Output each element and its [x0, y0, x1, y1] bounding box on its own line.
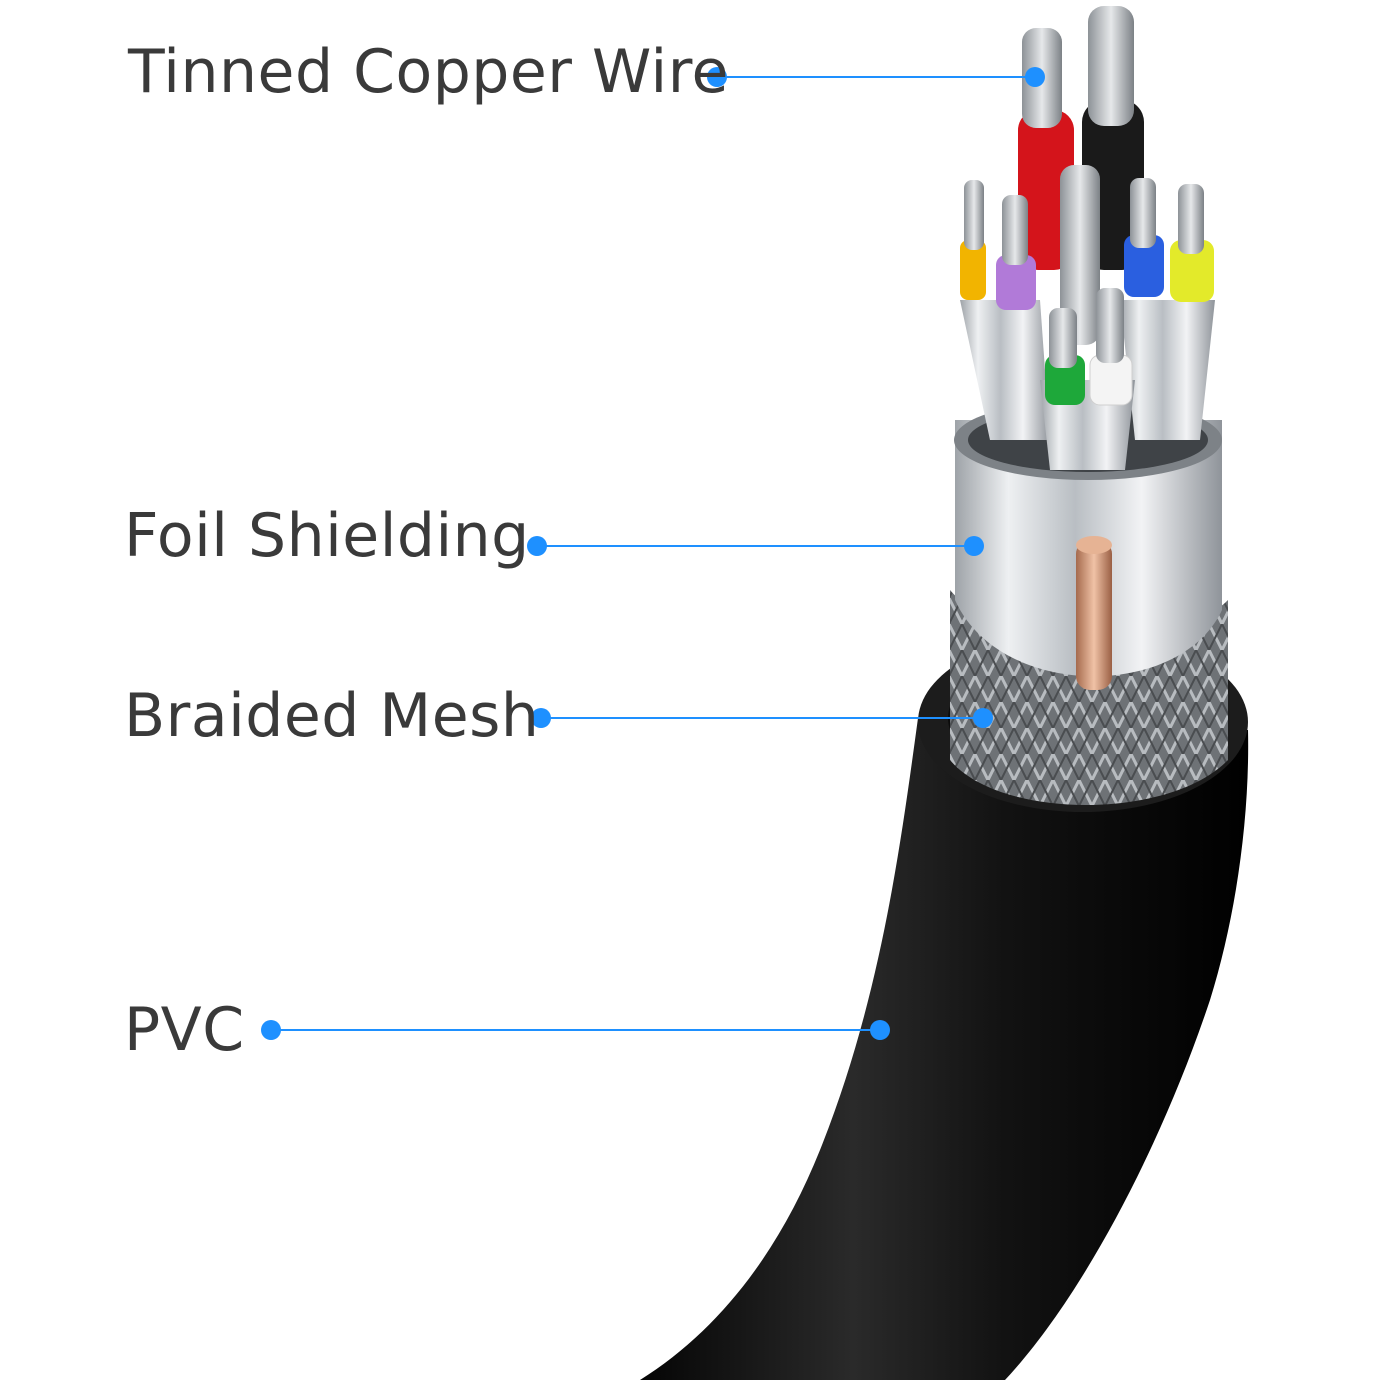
leader-tinned-copper-wire [707, 67, 1045, 87]
wire-purple-strands [1002, 195, 1028, 265]
leader-foil-shielding [527, 536, 984, 556]
label-braided-mesh: Braided Mesh [124, 681, 540, 751]
wire-center-strands [1060, 165, 1100, 345]
foil-wrap-right [1120, 300, 1215, 440]
wire-yellowgreen-insulation [1170, 240, 1214, 302]
drain-wire [1076, 540, 1112, 690]
foil-wrap-left [960, 300, 1050, 440]
label-foil-shielding: Foil Shielding [124, 501, 530, 571]
wire-yellow-insulation [960, 240, 986, 300]
label-pvc: PVC [124, 995, 245, 1065]
drain-wire-end [1076, 536, 1112, 554]
leader-braided-mesh [531, 708, 993, 728]
wire-green-strands [1049, 308, 1077, 368]
leader-pvc [261, 1020, 890, 1040]
wire-blue-insulation [1124, 235, 1164, 297]
label-tinned-copper-wire: Tinned Copper Wire [128, 37, 729, 107]
wire-green-insulation [1045, 355, 1085, 405]
pvc-jacket [640, 718, 1249, 1380]
wire-yellowgreen-strands [1178, 184, 1204, 254]
wire-blue-strands [1130, 178, 1156, 248]
wire-white-strands [1096, 288, 1124, 363]
wire-black-strands [1088, 6, 1134, 126]
wire-purple-insulation [996, 255, 1036, 310]
wire-yellow-strands [964, 180, 984, 250]
